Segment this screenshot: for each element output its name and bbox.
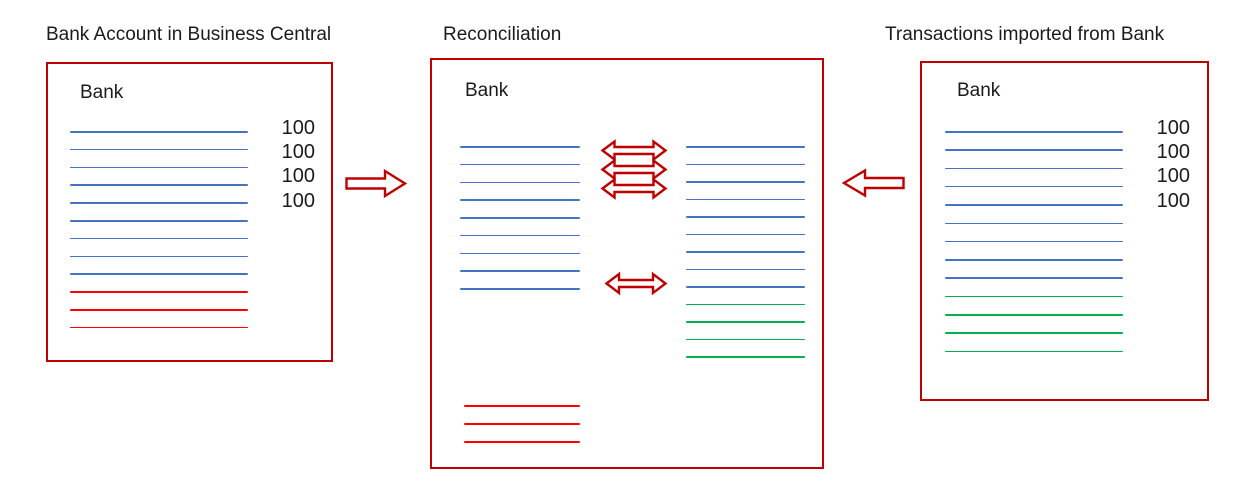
match-double-arrow-icon (600, 139, 668, 162)
match-double-arrow-icon (604, 271, 668, 296)
bank-account-box: Bank (46, 62, 333, 362)
amount-value: 100 (1156, 189, 1190, 212)
amount-value: 100 (281, 141, 315, 164)
amount-value: 100 (281, 165, 315, 188)
amount-value: 100 (281, 117, 315, 139)
amount-value: 100 (1156, 165, 1190, 188)
flow-arrow-left-icon (841, 168, 905, 198)
flow-arrow-right-icon (345, 168, 408, 199)
imported-transactions-box: Bank (920, 61, 1209, 401)
right-column-title: Transactions imported from Bank (885, 24, 1165, 45)
amount-value: 100 (1156, 141, 1190, 164)
bank-account-box-label: Bank (80, 82, 124, 103)
reconciliation-box: Bank (430, 58, 824, 469)
match-double-arrow-icon (600, 157, 668, 181)
match-double-arrow-icon (600, 176, 668, 200)
imported-transactions-box-label: Bank (957, 80, 1001, 101)
reconciliation-box-label: Bank (465, 80, 509, 101)
middle-column-title: Reconciliation (443, 24, 562, 45)
amount-value: 100 (281, 189, 315, 212)
amount-value: 100 (1156, 117, 1190, 139)
left-column-title: Bank Account in Business Central (46, 24, 332, 45)
